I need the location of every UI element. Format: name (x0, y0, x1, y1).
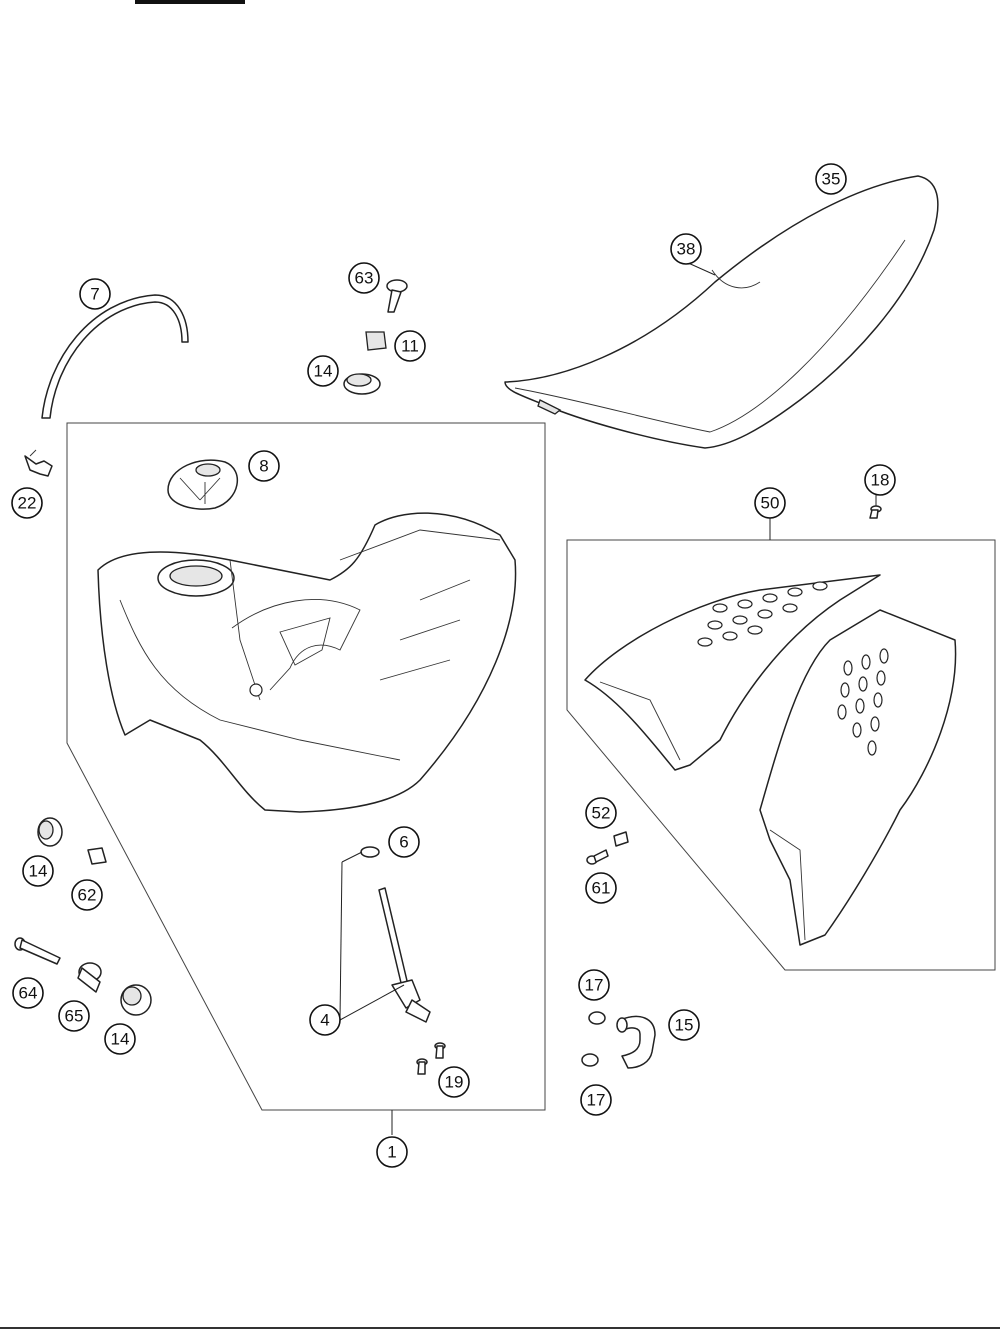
callout-19: 19 (438, 1066, 470, 1098)
callout-64: 64 (12, 977, 44, 1009)
collar-screw-62 (87, 847, 107, 865)
side-cover-right (759, 609, 957, 946)
svg-text:17: 17 (587, 1091, 606, 1110)
rubber-bushing-14-bottom (120, 984, 152, 1016)
callout-14-bottom: 14 (104, 1023, 136, 1055)
callout-65: 65 (58, 1000, 90, 1032)
callout-35: 35 (815, 163, 847, 195)
callout-1: 1 (376, 1136, 408, 1168)
svg-text:52: 52 (592, 804, 611, 823)
callout-52: 52 (585, 797, 617, 829)
rubber-grommet-14-top (343, 373, 381, 395)
callout-18: 18 (864, 464, 896, 496)
callout-63: 63 (348, 262, 380, 294)
svg-text:17: 17 (585, 976, 604, 995)
bushing-11 (365, 331, 387, 351)
svg-text:62: 62 (78, 886, 97, 905)
seat (504, 175, 939, 449)
svg-text:8: 8 (259, 457, 268, 476)
callout-14-top: 14 (307, 355, 339, 387)
hose-fitting (24, 449, 53, 477)
screw-63 (386, 279, 408, 313)
fuel-tank-assembly-frame (66, 422, 546, 1111)
header-remnant (135, 0, 245, 4)
fuel-cap (167, 459, 239, 510)
spacer-65 (77, 962, 102, 993)
svg-text:61: 61 (592, 879, 611, 898)
callout-4: 4 (309, 1004, 341, 1036)
side-cover-left (584, 574, 881, 771)
svg-text:14: 14 (314, 362, 333, 381)
callout-6: 6 (388, 826, 420, 858)
side-cover-assembly-frame (566, 539, 996, 971)
callout-11: 11 (394, 330, 426, 362)
callout-17-lower: 17 (580, 1084, 612, 1116)
svg-text:38: 38 (677, 240, 696, 259)
svg-text:14: 14 (29, 862, 48, 881)
callout-14-left: 14 (22, 855, 54, 887)
svg-text:50: 50 (761, 494, 780, 513)
svg-text:7: 7 (90, 285, 99, 304)
svg-text:18: 18 (871, 471, 890, 490)
breather-hose (41, 294, 189, 419)
svg-text:14: 14 (111, 1030, 130, 1049)
callout-22: 22 (11, 487, 43, 519)
callout-15: 15 (668, 1009, 700, 1041)
svg-text:64: 64 (19, 984, 38, 1003)
clamp-17-upper (588, 1011, 606, 1025)
vent-hose (616, 1015, 656, 1069)
leader-lines (339, 261, 877, 1135)
svg-text:4: 4 (320, 1011, 329, 1030)
screw-19-b (416, 1058, 428, 1075)
clamp-17-lower (581, 1053, 599, 1067)
callout-38: 38 (670, 233, 702, 265)
callout-61: 61 (585, 872, 617, 904)
svg-text:65: 65 (65, 1007, 84, 1026)
callout-17-upper: 17 (578, 969, 610, 1001)
svg-text:6: 6 (399, 833, 408, 852)
svg-text:22: 22 (18, 494, 37, 513)
nut-52 (613, 831, 629, 847)
fuel-tap (378, 887, 431, 1023)
screw-19-a (434, 1042, 446, 1059)
rubber-bushing-14-left (37, 817, 63, 847)
svg-text:19: 19 (445, 1073, 464, 1092)
callout-7: 7 (79, 278, 111, 310)
screw-18 (869, 505, 882, 519)
svg-text:1: 1 (387, 1143, 396, 1162)
svg-text:11: 11 (401, 337, 419, 356)
callout-8: 8 (248, 450, 280, 482)
fuel-tank (97, 512, 517, 813)
svg-text:35: 35 (822, 170, 841, 189)
callout-62: 62 (71, 879, 103, 911)
svg-text:63: 63 (355, 269, 374, 288)
o-ring (360, 846, 380, 858)
callout-50: 50 (754, 487, 786, 519)
screw-61 (586, 849, 609, 865)
screw-64 (14, 937, 61, 965)
svg-text:15: 15 (675, 1016, 694, 1035)
